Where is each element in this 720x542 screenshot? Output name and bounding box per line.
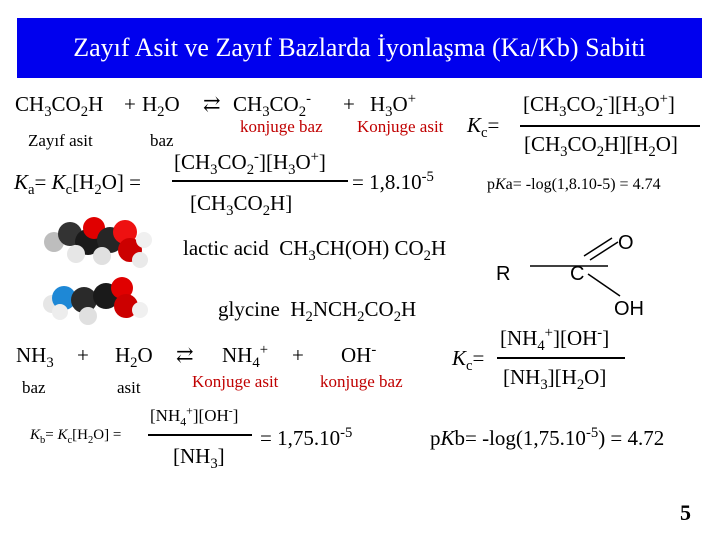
product-acetate: CH3CO2- [233, 91, 311, 121]
kc-fraction-line [520, 125, 700, 127]
label-base: baz [150, 131, 174, 150]
ka-numerator: [CH3CO2-][H3O+] [174, 149, 326, 179]
lactic-acid-label: lactic acid CH3CH(OH) CO2H [183, 236, 447, 265]
kc-numerator: [CH3CO2-][H3O+] [523, 91, 675, 121]
plus-sign: + [77, 343, 89, 367]
ka-denominator: [CH3CO2H] [190, 191, 293, 220]
page-number: 5 [680, 500, 691, 525]
label-weak-acid: Zayıf asit [28, 131, 93, 150]
kb-fraction-line [148, 434, 252, 436]
label-conjugate-base: konjuge baz [320, 372, 403, 391]
reactant-water: H2O [142, 92, 180, 121]
kc-fraction-line [497, 357, 625, 359]
reactant-water: H2O [115, 343, 153, 372]
kb-lhs: Kb= Kc[H2O] = [30, 427, 122, 446]
equilibrium-arrow: ⇄ [203, 92, 221, 116]
equilibrium-arrow: ⇄ [176, 343, 194, 367]
glycine-model-icon [43, 277, 148, 325]
plus-sign: + [124, 92, 136, 116]
label-conjugate-base: konjuge baz [240, 117, 323, 136]
glycine-label: glycine H2NCH2CO2H [218, 297, 417, 326]
reactant-acetic-acid: CH3CO2H [15, 92, 104, 121]
r-group-label: R [496, 263, 511, 285]
hydroxyl-label: OH [614, 298, 644, 320]
kc-denominator: [NH3][H2O] [503, 365, 607, 394]
kc-label: Kc= [467, 113, 500, 142]
ka-lhs: Ka= Kc[H2O] = [14, 170, 141, 199]
carboxyl-group-diagram [530, 237, 621, 297]
ka-fraction-line [172, 180, 348, 182]
pkb-value: pKb= -log(1,75.10-5) = 4.72 [430, 425, 665, 450]
carbon-label: C [570, 263, 585, 285]
kc-label: Kc= [452, 346, 485, 375]
pka-value: pKa= -log(1,8.10-5) = 4.74 [487, 176, 661, 193]
product-ammonium: NH4+ [222, 342, 268, 372]
product-hydronium: H3O+ [370, 91, 416, 121]
kb-denominator: [NH3] [173, 444, 225, 473]
slide-title: Zayıf Asit ve Zayıf Bazlarda İyonlaşma (… [73, 33, 646, 62]
title-bar: Zayıf Asit ve Zayıf Bazlarda İyonlaşma (… [17, 18, 702, 78]
kb-value: = 1,75.10-5 [260, 425, 353, 450]
kc-denominator: [CH3CO2H][H2O] [524, 132, 678, 161]
kb-numerator: [NH4+][OH-] [150, 403, 239, 429]
plus-sign: + [292, 343, 304, 367]
label-acid: asit [117, 378, 141, 397]
lactic-acid-model-icon [44, 217, 152, 268]
kc-numerator: [NH4+][OH-] [500, 325, 610, 355]
product-hydroxide: OH- [341, 342, 377, 367]
label-base: baz [22, 378, 46, 397]
label-conjugate-acid: Konjuge asit [192, 372, 279, 391]
oxygen-label: O [618, 232, 634, 254]
label-conjugate-acid: Konjuge asit [357, 117, 444, 136]
plus-sign: + [343, 92, 355, 116]
reactant-ammonia: NH3 [16, 343, 54, 372]
ka-value: = 1,8.10-5 [352, 169, 434, 194]
